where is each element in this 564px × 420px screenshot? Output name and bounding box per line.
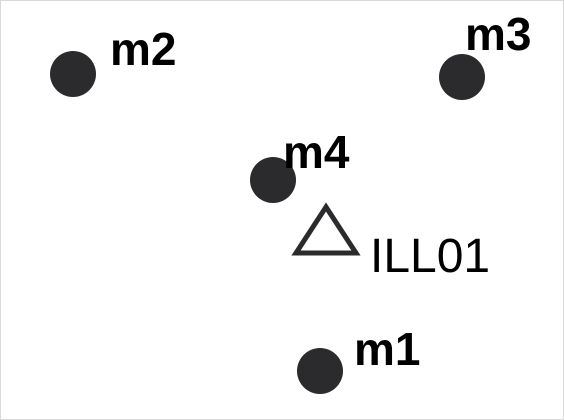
station-label-m4: m4	[283, 126, 350, 178]
source-triangle-icon	[291, 202, 361, 256]
source-label-ill01: ILL01	[370, 230, 490, 283]
station-label-m3: m3	[465, 8, 531, 60]
station-marker-m4	[250, 157, 296, 203]
station-marker-m3	[439, 54, 485, 100]
station-marker-m2	[50, 51, 96, 97]
station-label-m1: m1	[354, 323, 420, 375]
station-label-m2: m2	[110, 23, 176, 75]
station-marker-m1	[297, 348, 343, 394]
